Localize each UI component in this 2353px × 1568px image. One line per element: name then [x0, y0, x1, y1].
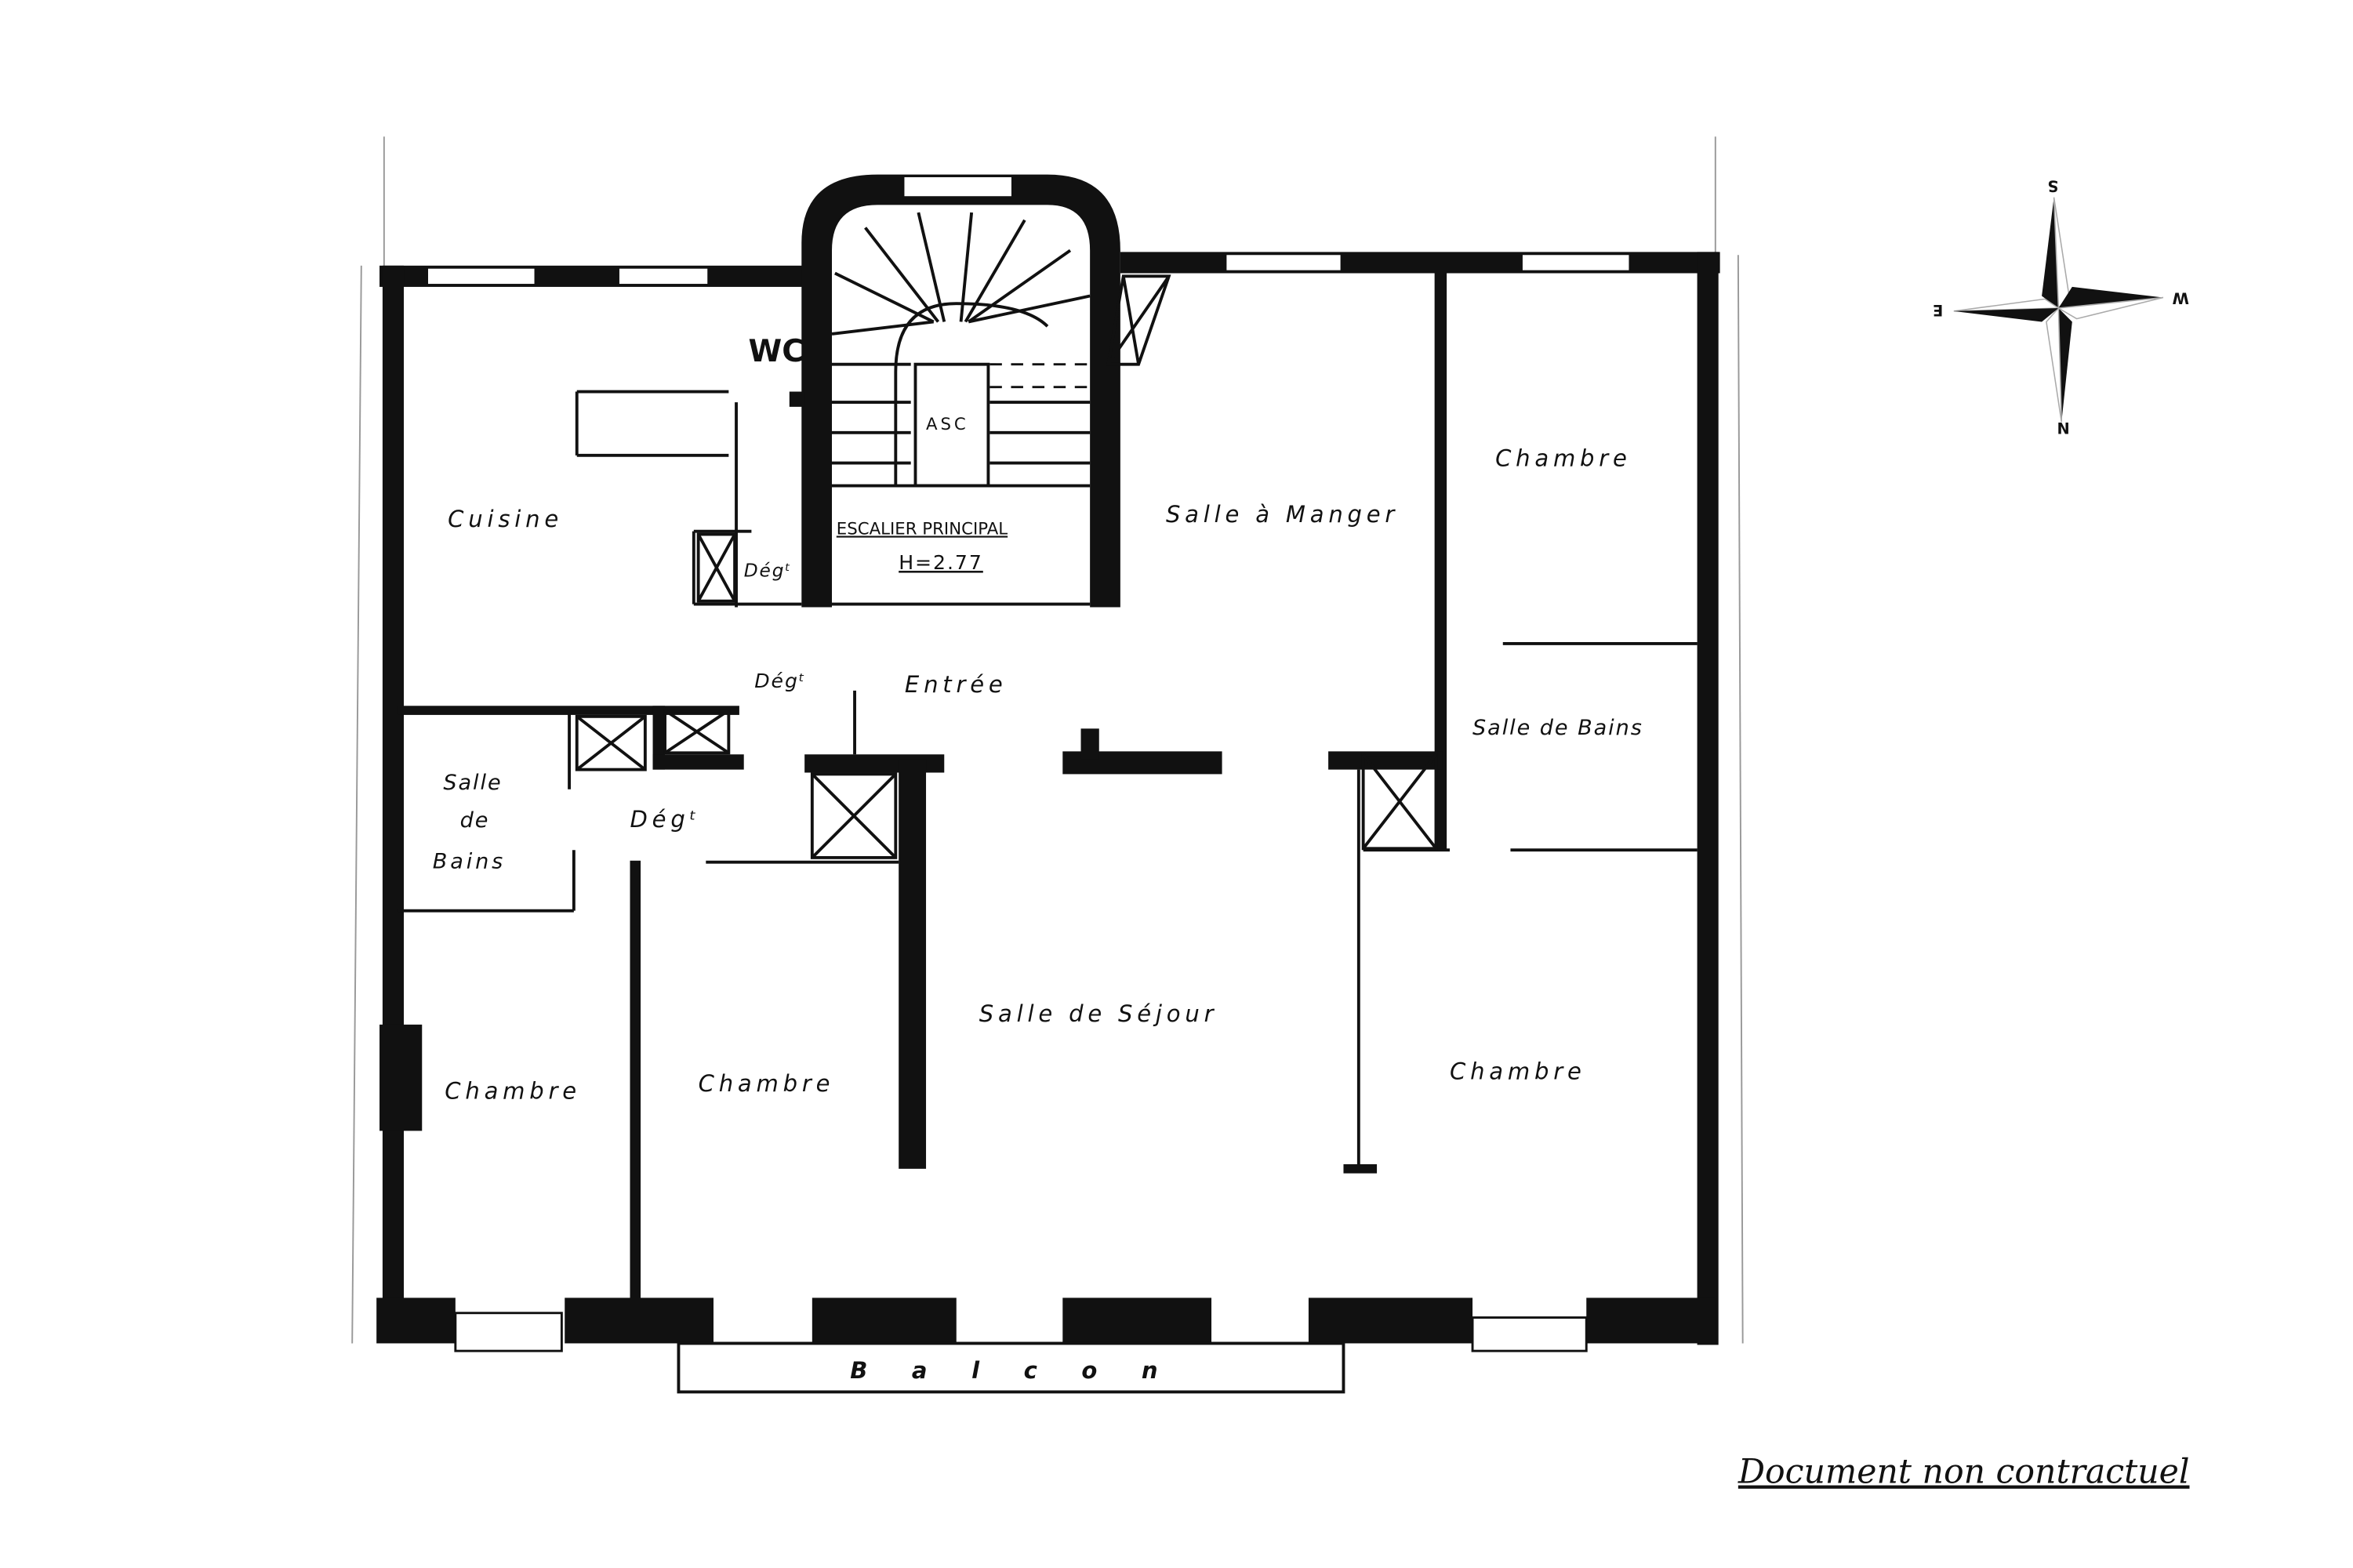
- room-label-degagement-left: Dégᵗ: [630, 806, 701, 833]
- room-label-cuisine: Cuisine: [448, 506, 563, 532]
- compass-north: N: [2057, 420, 2069, 438]
- room-label-salle-de-bains-right: Salle de Bains: [1472, 716, 1643, 740]
- room-label-chambre-3: Chambre: [1450, 1058, 1586, 1085]
- ducts: [575, 274, 1438, 859]
- walls: [351, 136, 1744, 1394]
- room-label-chambre-ne: Chambre: [1495, 445, 1632, 471]
- room-label-salle-de-bains-left-3: Bains: [433, 849, 506, 873]
- room-labels: Cuisine WC Dégᵗ ASC ESCALIER PRINCIPAL H…: [433, 334, 1643, 1384]
- room-label-salle-de-bains-left-1: Salle: [443, 771, 502, 795]
- ceiling-height: H=2.77: [899, 551, 983, 574]
- room-label-degagement-kitchen: Dégᵗ: [744, 561, 793, 582]
- room-label-asc: ASC: [926, 415, 969, 434]
- disclaimer: Document non contractuel: [1738, 1453, 2190, 1492]
- balcony: [677, 1341, 1345, 1394]
- room-label-escalier: ESCALIER PRINCIPAL: [837, 520, 1008, 539]
- staircase: [831, 212, 1091, 488]
- room-label-salle-de-bains-left-2: de: [460, 808, 490, 833]
- room-label-salle-a-manger: Salle à Manger: [1166, 501, 1399, 528]
- room-label-balcon: B a l c o n: [850, 1357, 1176, 1384]
- compass-east: E: [1933, 301, 1943, 319]
- compass-south: S: [2047, 176, 2058, 194]
- compass-rose: S N E W: [1933, 176, 2189, 437]
- room-label-degagement-entree: Dégᵗ: [754, 670, 806, 692]
- room-label-salle-de-sejour: Salle de Séjour: [979, 1000, 1218, 1027]
- room-label-wc: WC: [749, 334, 804, 369]
- room-label-chambre-1: Chambre: [445, 1078, 581, 1105]
- room-label-chambre-2: Chambre: [699, 1070, 835, 1097]
- room-label-entree: Entrée: [905, 671, 1008, 698]
- compass-west: W: [2173, 289, 2189, 307]
